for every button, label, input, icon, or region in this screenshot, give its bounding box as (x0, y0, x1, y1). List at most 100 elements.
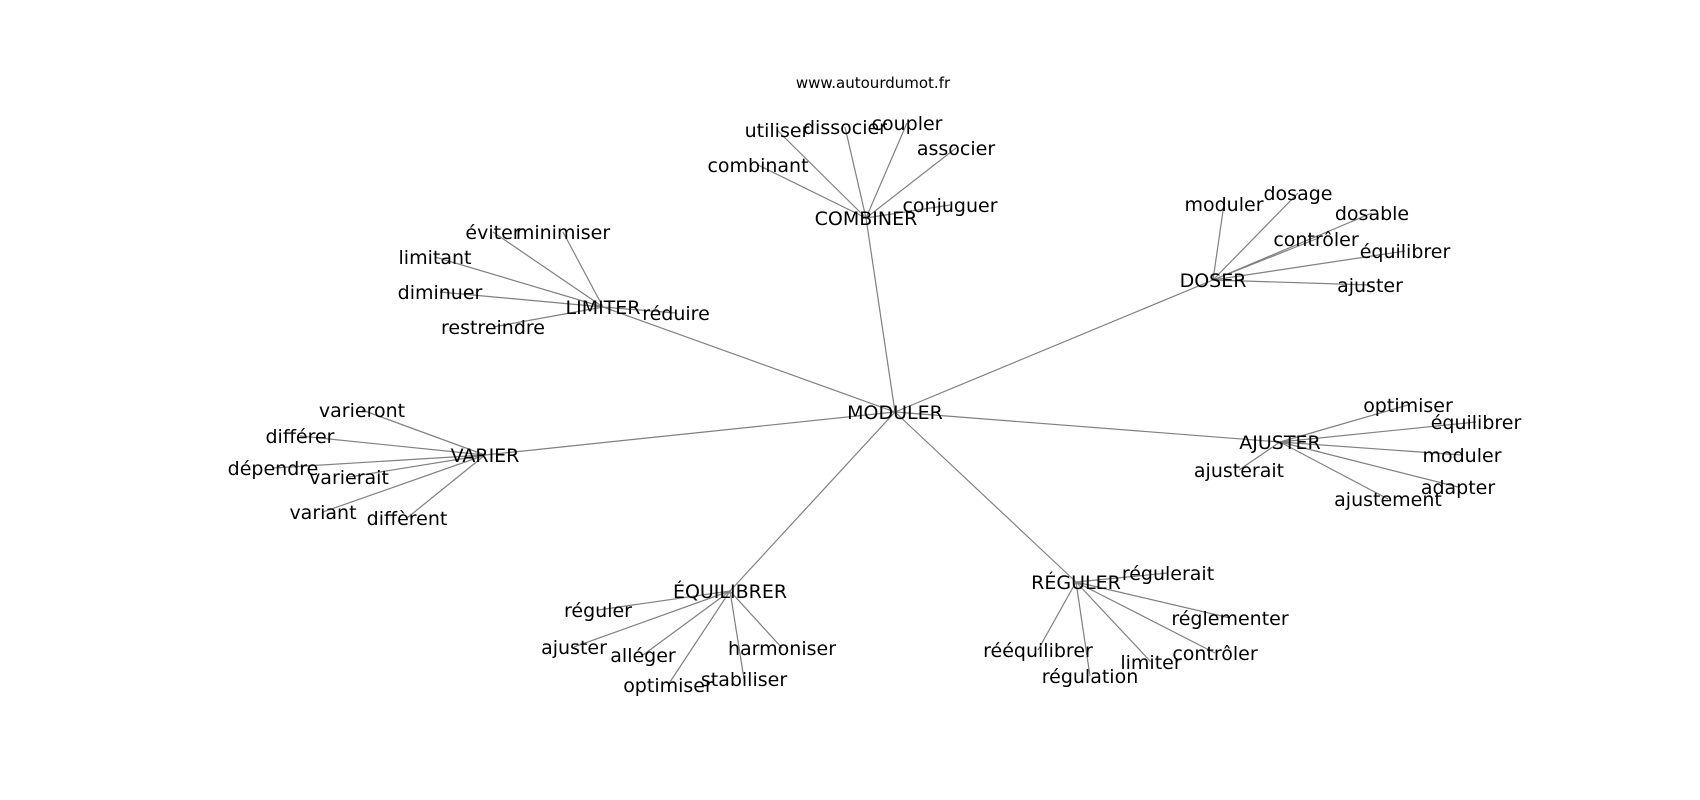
related-word[interactable]: varierait (309, 467, 389, 489)
edge-group-to-word (348, 454, 486, 478)
edge-group-to-word (729, 590, 783, 649)
related-word[interactable]: rééquilibrer (983, 640, 1093, 662)
edge-group-to-word (1279, 441, 1463, 456)
edge-center-to-group (484, 411, 896, 456)
edge-group-to-word (406, 454, 486, 519)
related-word[interactable]: équilibrer (1431, 412, 1522, 434)
edge-group-to-word (729, 590, 745, 680)
edge-group-to-word (1212, 250, 1406, 281)
related-word[interactable]: associer (917, 138, 995, 160)
related-word[interactable]: ajusterait (1194, 460, 1284, 482)
edge-group-to-word (1279, 421, 1477, 443)
related-word[interactable]: conjuguer (902, 195, 997, 217)
edge-center-to-group (729, 411, 896, 592)
edge-group-to-word (642, 590, 731, 656)
edge-group-to-word (1075, 581, 1152, 663)
edge-group-to-word (602, 306, 677, 314)
edge-group-to-word (865, 204, 951, 219)
edge-group-to-word (299, 435, 486, 456)
related-word[interactable]: éviter (465, 222, 520, 244)
related-word[interactable]: varieront (319, 400, 405, 422)
related-word[interactable]: harmoniser (728, 638, 836, 660)
edge-group-to-word (844, 126, 867, 219)
edge-group-to-word (439, 291, 604, 308)
edge-group-to-word (1279, 404, 1409, 443)
edge-group-to-word (1075, 572, 1169, 583)
related-word[interactable]: utiliser (745, 120, 810, 142)
edge-group-to-word (1212, 279, 1371, 286)
related-word[interactable]: ajuster (541, 637, 607, 659)
related-word[interactable]: régulerait (1122, 563, 1214, 585)
related-word[interactable]: diffèrent (367, 508, 448, 530)
related-word[interactable]: stabiliser (701, 669, 787, 691)
edge-group-to-word (272, 454, 486, 469)
related-word[interactable]: limiter (1120, 652, 1181, 674)
related-word[interactable]: combinant (707, 155, 808, 177)
edge-group-to-word (776, 129, 867, 219)
edge-group-to-word (1279, 441, 1459, 488)
related-word[interactable]: alléger (610, 645, 676, 667)
related-word[interactable]: contrôler (1273, 229, 1359, 251)
related-word[interactable]: régulation (1042, 666, 1139, 688)
related-word[interactable]: contrôler (1172, 643, 1258, 665)
edge-center-to-group (894, 411, 1077, 583)
related-word[interactable]: réglementer (1171, 608, 1288, 630)
edge-group-to-word (1075, 581, 1216, 654)
edge-group-to-word (1212, 238, 1317, 281)
related-word[interactable]: dosable (1335, 203, 1409, 225)
edge-group-to-word (1279, 441, 1389, 500)
edge-center-to-group (602, 306, 896, 413)
edge-group-to-word (322, 454, 486, 513)
related-word[interactable]: dissocier (803, 117, 887, 139)
edge-group-to-word (597, 590, 731, 611)
edge-group-to-word (434, 256, 604, 308)
related-word[interactable]: ajuster (1337, 275, 1403, 297)
related-word[interactable]: équilibrer (1360, 241, 1451, 263)
edges-layer (272, 122, 1477, 686)
center-word[interactable]: MODULER (847, 402, 943, 424)
related-word[interactable]: optimiser (623, 675, 713, 697)
edge-group-to-word (1238, 441, 1281, 471)
related-word[interactable]: adapter (1421, 477, 1496, 499)
edge-group-to-word (1075, 581, 1091, 677)
edge-group-to-word (361, 409, 486, 456)
related-word[interactable]: dépendre (228, 458, 319, 480)
edge-group-to-word (573, 590, 731, 648)
related-word[interactable]: réguler (564, 600, 632, 622)
edge-group-to-word (492, 231, 604, 308)
edge-group-to-word (757, 164, 867, 219)
related-word[interactable]: ajustement (1334, 489, 1442, 511)
site-url: www.autourdumot.fr (796, 74, 951, 92)
edge-group-to-word (1212, 192, 1299, 281)
group-word[interactable]: COMBINER (815, 208, 918, 230)
group-word[interactable]: LIMITER (566, 297, 641, 319)
edge-group-to-word (1212, 203, 1225, 281)
related-word[interactable]: réduire (642, 303, 710, 325)
related-word[interactable]: variant (289, 502, 356, 524)
edge-center-to-group (894, 411, 1281, 443)
related-word[interactable]: moduler (1422, 445, 1501, 467)
related-word[interactable]: dosage (1264, 183, 1333, 205)
group-word[interactable]: DOSER (1180, 270, 1247, 292)
related-word[interactable]: moduler (1184, 194, 1263, 216)
related-word[interactable]: coupler (872, 113, 943, 135)
related-word[interactable]: différer (265, 426, 334, 448)
group-word[interactable]: AJUSTER (1239, 432, 1320, 454)
related-word[interactable]: restreindre (441, 317, 545, 339)
edge-group-to-word (667, 590, 731, 686)
related-word[interactable]: optimiser (1363, 395, 1453, 417)
edge-group-to-word (865, 122, 908, 219)
related-word[interactable]: minimiser (516, 222, 610, 244)
edge-group-to-word (492, 306, 604, 328)
edge-group-to-word (562, 231, 604, 308)
edge-group-to-word (1075, 581, 1231, 619)
group-word[interactable]: ÉQUILIBRER (673, 580, 787, 603)
edge-center-to-group (865, 217, 896, 413)
related-word[interactable]: diminuer (398, 282, 483, 304)
edge-group-to-word (1037, 581, 1077, 651)
group-word[interactable]: RÉGULER (1031, 571, 1121, 594)
group-word[interactable]: VARIER (451, 445, 520, 467)
related-word[interactable]: limitant (399, 247, 472, 269)
